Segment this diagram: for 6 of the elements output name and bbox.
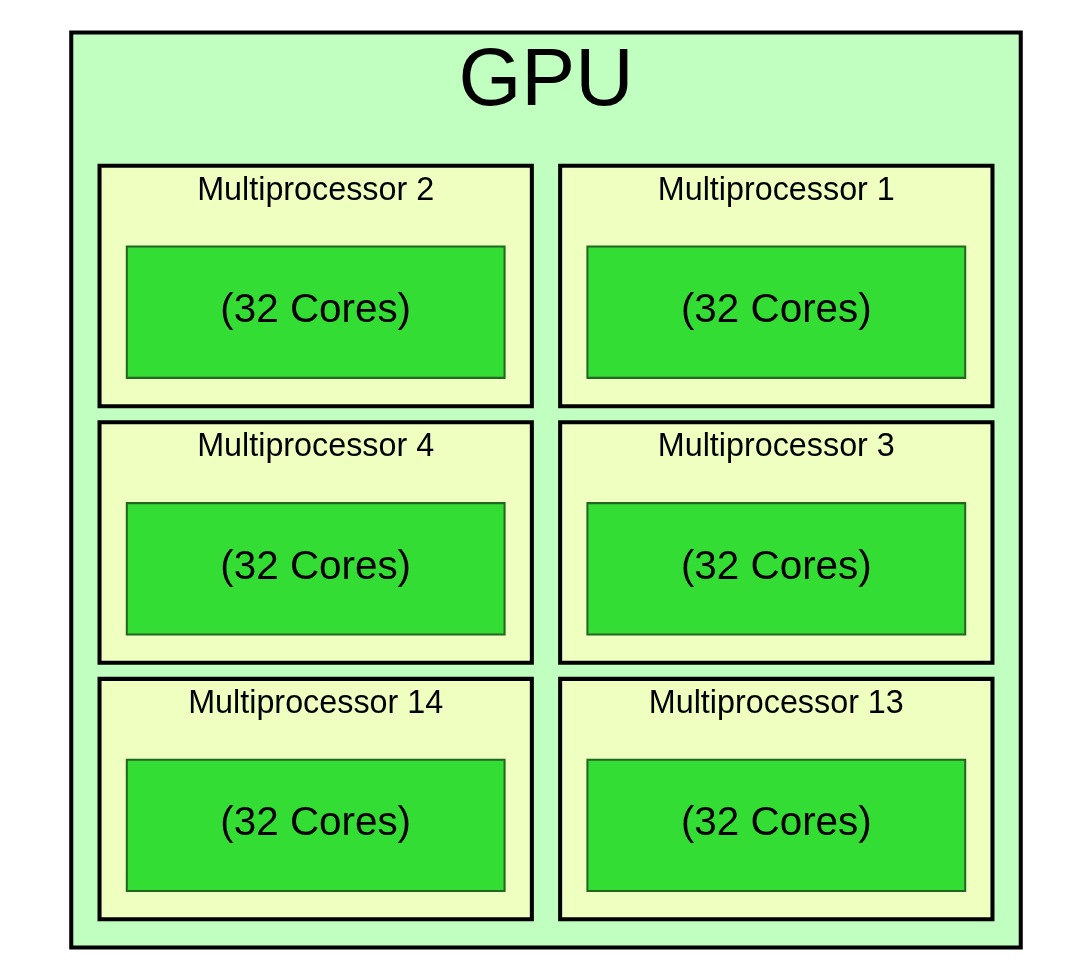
node-box: (32 Cores) (585, 502, 966, 636)
node-box: (32 Cores) (585, 758, 966, 893)
node-box: (32 Cores) (585, 245, 966, 379)
node-box: (32 Cores) (125, 245, 506, 379)
node-box: (32 Cores) (125, 502, 506, 636)
node-box: (32 Cores) (125, 758, 506, 893)
